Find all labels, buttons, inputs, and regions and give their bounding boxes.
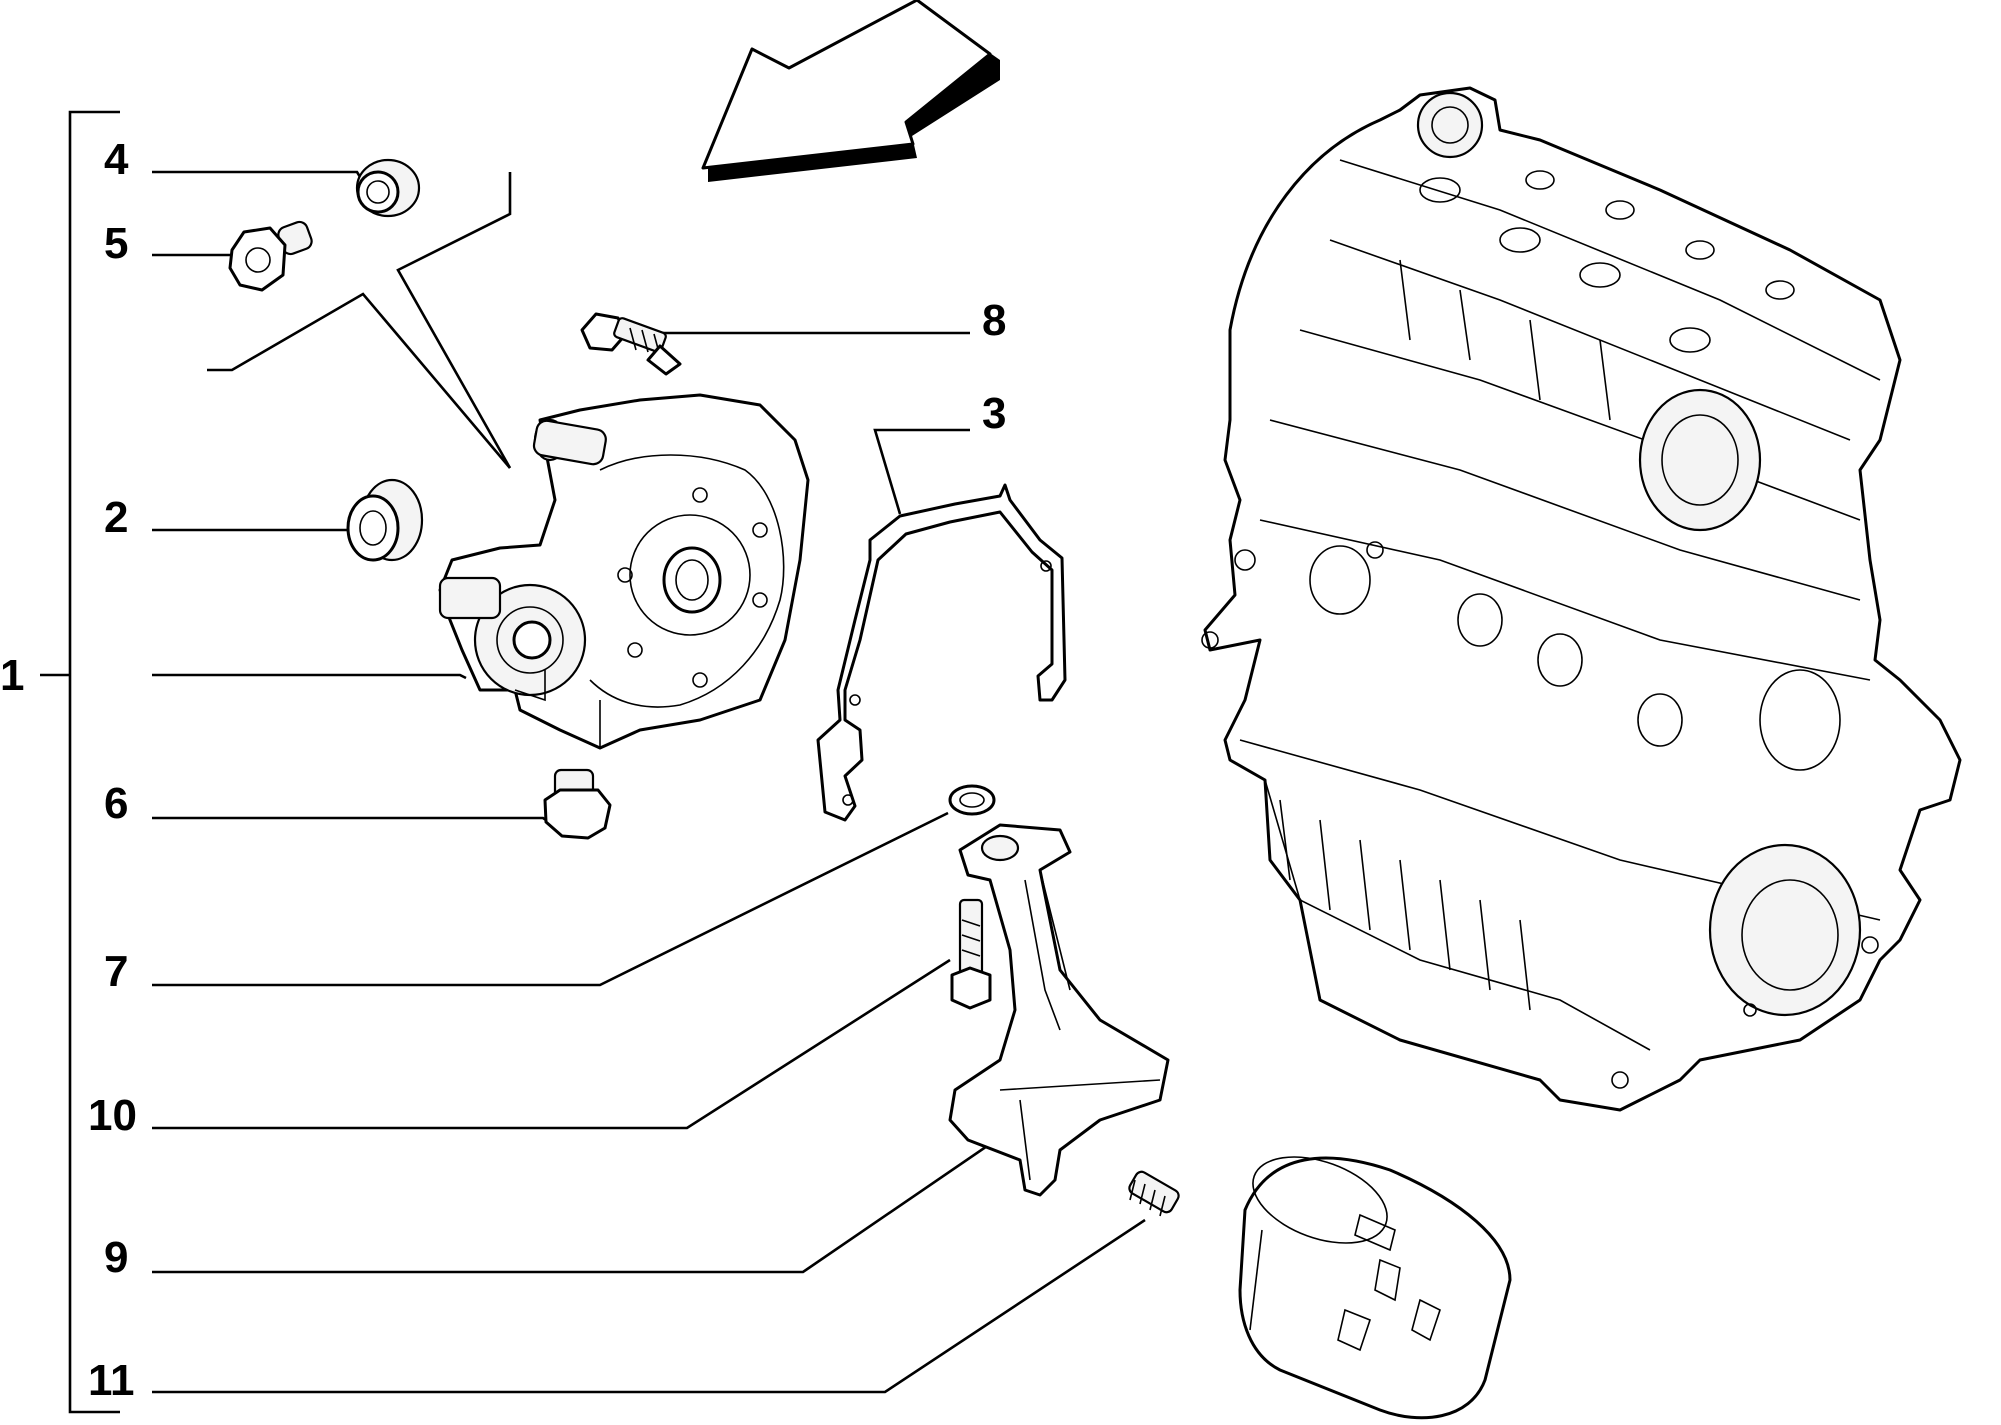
callout-labels: 1 2 3 4 5 6 7 8 9 10 11 <box>0 135 1006 1405</box>
oil-strainer-part <box>948 823 1170 1197</box>
screw-part <box>580 312 682 376</box>
stud-part <box>1128 1170 1180 1217</box>
engine-block-reference <box>1201 86 1962 1112</box>
callout-1: 1 <box>0 651 24 700</box>
plug-bolt-part <box>228 220 313 292</box>
callout-10: 10 <box>88 1091 137 1140</box>
callout-4: 4 <box>104 135 129 184</box>
cover-gasket-part <box>816 483 1067 822</box>
seal-ring-part <box>355 158 421 218</box>
callout-8: 8 <box>982 296 1006 345</box>
oil-pump-cover-part <box>438 393 810 750</box>
group-bracket <box>40 110 120 1414</box>
callout-3: 3 <box>982 389 1006 438</box>
callout-9: 9 <box>104 1233 128 1282</box>
callout-5: 5 <box>104 219 128 268</box>
view-direction-arrow <box>701 0 1000 182</box>
oil-filter-reference <box>1238 1156 1512 1420</box>
callout-7: 7 <box>104 947 128 996</box>
bolt-part <box>950 898 992 1010</box>
drain-plug-part <box>543 768 612 840</box>
o-ring-part <box>948 784 996 816</box>
leader-lines <box>152 170 1146 1394</box>
front-seal-ring-part <box>346 478 424 562</box>
callout-2: 2 <box>104 493 128 542</box>
callout-11: 11 <box>88 1356 135 1405</box>
callout-6: 6 <box>104 779 128 828</box>
